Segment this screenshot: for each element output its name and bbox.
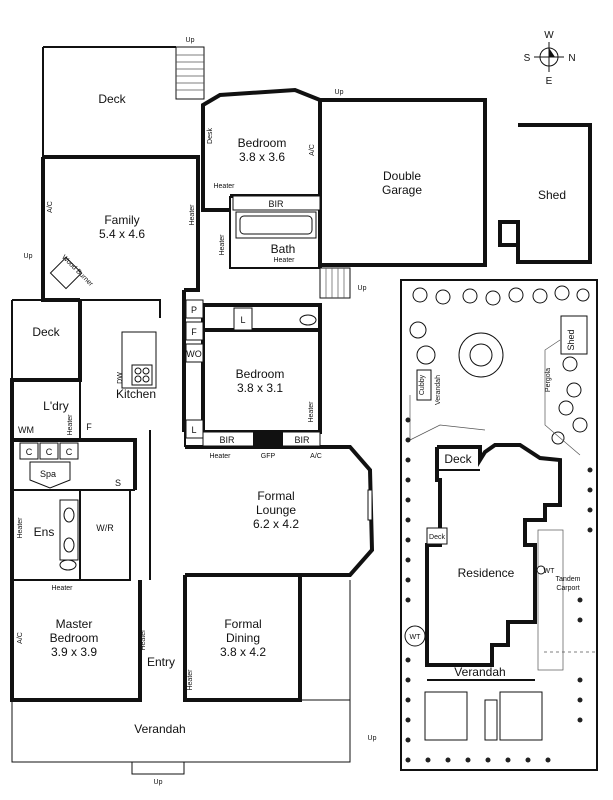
site-shed-label: Shed [566, 329, 576, 350]
heater-ensuite: Heater [17, 517, 24, 539]
pantry-label: P [191, 305, 197, 315]
bath-label: Bath [271, 242, 296, 256]
bedroom3-label: Bedroom [236, 367, 285, 381]
garage-label-1: Double [383, 169, 421, 183]
c-label-2: C [46, 447, 53, 457]
wir-label: W/R [96, 523, 114, 533]
verandah-label: Verandah [134, 722, 185, 736]
verandah-side-label: Verandah [435, 375, 442, 405]
master-label-1: Master [56, 617, 93, 631]
heater-lounge: Heater [209, 453, 231, 460]
family-dim: 5.4 x 4.6 [99, 227, 145, 241]
entry-label: Entry [147, 655, 175, 669]
laundry-label: L'dry [43, 399, 69, 413]
fixtures [19, 195, 373, 571]
deck-left-label: Deck [32, 325, 60, 339]
ac-label-lounge: A/C [310, 453, 322, 460]
family-label: Family [104, 213, 139, 227]
dining-dim: 3.8 x 4.2 [220, 645, 266, 659]
wm-label: WM [18, 425, 34, 435]
garden-trees [409, 285, 590, 445]
site-deck-label: Deck [444, 452, 472, 466]
compass-s: S [524, 53, 531, 64]
shower-label: S [115, 478, 121, 488]
bedroom3-dim: 3.8 x 3.1 [237, 381, 283, 395]
ensuite-label: Ens [34, 525, 55, 539]
up-label-front: Up [154, 779, 163, 786]
shed-label: Shed [538, 188, 566, 202]
up-label-stairs: Up [358, 285, 367, 292]
dining-label-2: Dining [226, 631, 260, 645]
desk-label: Desk [207, 128, 214, 144]
site-deck-small-label: Deck [429, 534, 445, 541]
bedroom2-dim: 3.8 x 3.6 [239, 150, 285, 164]
site-verandah-label: Verandah [454, 665, 505, 679]
ac-label-master: A/C [17, 632, 24, 644]
residence-label: Residence [458, 566, 515, 580]
bedroom2-label: Bedroom [238, 136, 287, 150]
spa-label: Spa [40, 469, 56, 479]
wt-label-small: WT [544, 568, 556, 575]
wt-label: WT [410, 634, 422, 641]
compass-rose: W S N E [524, 30, 576, 87]
heater-bed3: Heater [308, 401, 315, 423]
linen-label-lower: L [191, 425, 196, 435]
up-label-top: Up [186, 37, 195, 44]
heater-entry: Heater [140, 629, 147, 651]
linen-label-upper: L [240, 315, 245, 325]
room-labels: Deck Bedroom 3.8 x 3.6 Double Garage Fam… [32, 92, 422, 736]
lounge-dim: 6.2 x 4.2 [253, 517, 299, 531]
fridge-label: F [191, 327, 197, 337]
heater-bath-side: Heater [219, 234, 226, 256]
bir-label-left: BIR [219, 435, 235, 445]
compass-e: E [546, 76, 553, 87]
hedge-shrubs [405, 417, 593, 763]
compass-w: W [544, 30, 554, 41]
heater-family: Heater [189, 204, 196, 226]
bir-label-bed2: BIR [268, 199, 284, 209]
fixture-labels: Up Up Up Up Up Up Desk A/C A/C A/C A/C H… [17, 37, 377, 786]
heater-dining: Heater [187, 669, 194, 691]
dw-label: DW [117, 372, 124, 384]
ac-label-family: A/C [47, 201, 54, 213]
gfp-label: GFP [261, 453, 276, 460]
lounge-label-2: Lounge [256, 503, 296, 517]
up-label-verandah: Up [368, 735, 377, 742]
master-dim: 3.9 x 3.9 [51, 645, 97, 659]
tandem-label: Tandem [556, 576, 581, 583]
master-label-2: Bedroom [50, 631, 99, 645]
compass-n: N [568, 53, 575, 64]
up-label-left: Up [24, 253, 33, 260]
ac-label-bed2: A/C [309, 144, 316, 156]
heater-bed2: Heater [213, 183, 235, 190]
shed-building: Shed [498, 123, 592, 264]
dining-label-1: Formal [224, 617, 261, 631]
pergola-label: Pergola [545, 368, 552, 392]
deck-top-label: Deck [98, 92, 126, 106]
kitchen-label: Kitchen [116, 387, 156, 401]
heater-master: Heater [51, 585, 73, 592]
garage-label-2: Garage [382, 183, 422, 197]
cubby-label: Cubby [419, 374, 426, 395]
site-plan: Shed Cubby Verandah Pergola Deck Deck Re… [400, 279, 598, 771]
fridge-label-laundry: F [86, 422, 92, 432]
c-label-1: C [26, 447, 33, 457]
heater-bath: Heater [273, 257, 295, 264]
wo-label: WO [186, 349, 202, 359]
lounge-label-1: Formal [257, 489, 294, 503]
heater-laundry: Heater [67, 414, 74, 436]
up-label-garage: Up [335, 89, 344, 96]
bir-label-right: BIR [294, 435, 310, 445]
c-label-3: C [66, 447, 73, 457]
carport-label: Carport [556, 585, 579, 592]
